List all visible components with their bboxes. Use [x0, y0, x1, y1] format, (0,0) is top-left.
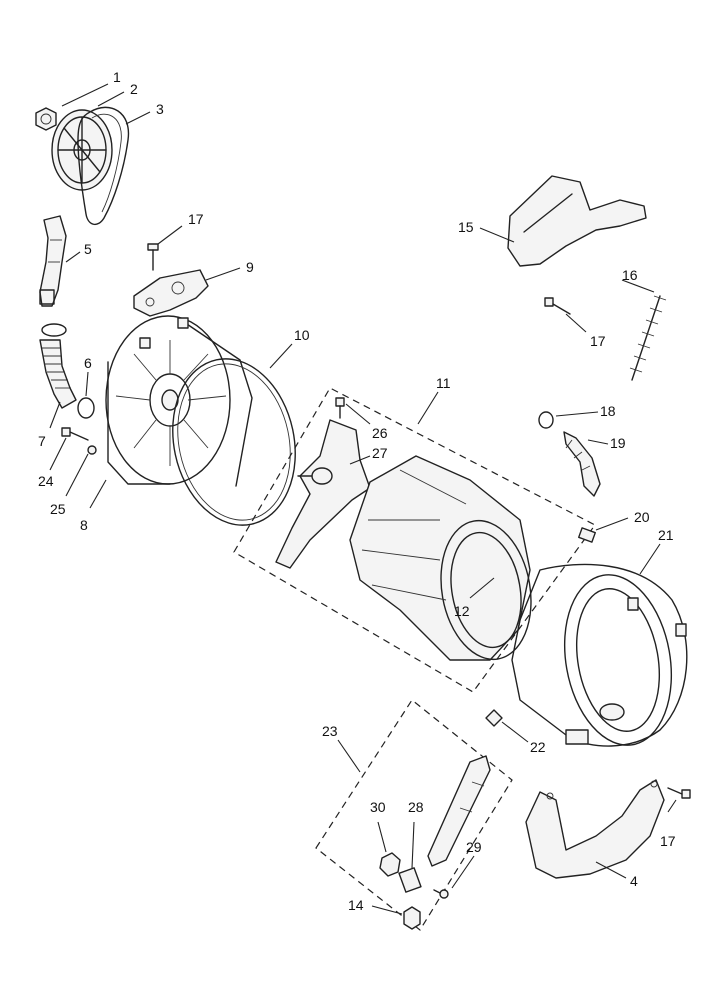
callout-17: 17	[660, 833, 676, 849]
callout-9: 9	[246, 259, 254, 275]
part-damper-28	[398, 755, 491, 893]
part-clamp-6	[77, 397, 95, 419]
callout-4: 4	[630, 873, 638, 889]
callout-14: 14	[348, 897, 364, 913]
callout-12: 12	[454, 603, 470, 619]
callout-1: 1	[113, 69, 121, 85]
callout-23: 23	[322, 723, 338, 739]
part-counterweight-15	[507, 175, 647, 267]
part-bolt-17-top	[147, 243, 159, 271]
callout-28: 28	[408, 799, 424, 815]
part-washer-25	[87, 445, 97, 455]
callout-11: 11	[436, 375, 451, 391]
callout-19: 19	[610, 435, 626, 451]
basket-assembly-outline-11	[233, 387, 596, 693]
part-hose-19	[563, 431, 601, 497]
callout-10: 10	[294, 327, 310, 343]
part-bolt-17-right	[544, 297, 571, 315]
callout-8: 8	[80, 517, 88, 533]
part-bolt-17-bottom	[667, 787, 691, 799]
part-clip-20	[578, 527, 596, 543]
part-belt-3	[77, 106, 130, 225]
callout-2: 2	[130, 81, 138, 97]
leader-lines	[49, 83, 677, 915]
callout-26: 26	[372, 425, 388, 441]
callout-17: 17	[188, 211, 204, 227]
callout-27: 27	[372, 445, 388, 461]
callout-24: 24	[38, 473, 54, 489]
part-screw-26	[335, 397, 345, 419]
part-screw-24	[61, 427, 89, 441]
callout-21: 21	[658, 527, 674, 543]
callout-labels: 1 2 3 17 5 9 10 6 7 24 25 8 11 26 27 12 …	[38, 69, 676, 913]
callout-3: 3	[156, 101, 164, 117]
part-hose-5	[39, 215, 67, 307]
part-spring-16	[629, 295, 667, 381]
part-clamp-ring	[41, 323, 67, 337]
callout-7: 7	[38, 433, 46, 449]
part-bracket-9	[133, 269, 209, 317]
part-nut-14	[403, 906, 421, 930]
part-screw-29	[433, 889, 449, 899]
part-seal-ring-10	[172, 358, 296, 526]
callout-6: 6	[84, 355, 92, 371]
part-clip-22	[485, 709, 503, 727]
callout-5: 5	[84, 241, 92, 257]
part-ring-18	[538, 411, 554, 429]
callout-15: 15	[458, 219, 474, 235]
suspension-assembly-outline-23	[315, 699, 513, 931]
callout-22: 22	[530, 739, 546, 755]
callout-17: 17	[590, 333, 606, 349]
part-nut-1	[35, 107, 57, 131]
part-drain-hose-7	[39, 339, 77, 409]
part-pulley-2	[51, 109, 113, 191]
callout-25: 25	[50, 501, 66, 517]
callout-20: 20	[634, 509, 650, 525]
part-nut-30	[379, 852, 401, 877]
part-basket-12	[349, 455, 532, 661]
part-bracket-4	[525, 779, 665, 879]
callout-29: 29	[466, 839, 482, 855]
part-front-tub-21	[511, 563, 688, 747]
callout-18: 18	[600, 403, 616, 419]
part-rear-tub-8	[105, 315, 253, 487]
callout-30: 30	[370, 799, 386, 815]
callout-16: 16	[622, 267, 638, 283]
